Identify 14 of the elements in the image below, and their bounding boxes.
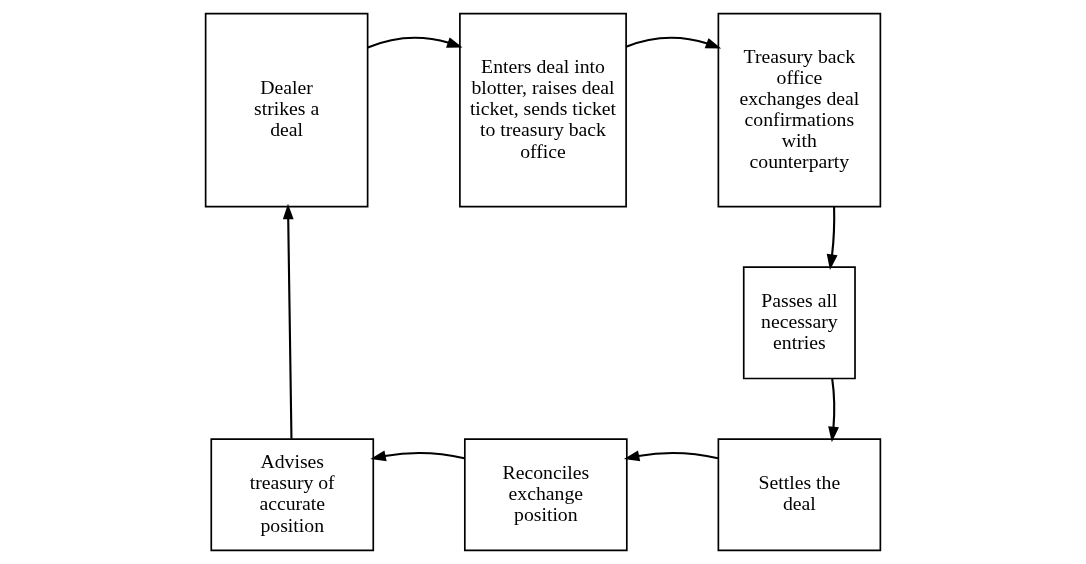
arrow bbox=[623, 450, 719, 462]
arrow bbox=[370, 450, 465, 462]
arrow bbox=[367, 36, 463, 49]
node-box: Enters deal into blotter, raises deal ticket, sends ticket to treasury back office bbox=[459, 12, 627, 208]
node-box: Settles the deal bbox=[717, 438, 882, 552]
arrow bbox=[625, 36, 722, 49]
node-box: Treasury back office exchanges deal confirmations with counterparty bbox=[717, 12, 882, 208]
node-box: Reconciles exchange position bbox=[463, 438, 628, 552]
node-box: Advises treasury of accurate position bbox=[210, 438, 375, 552]
arrow bbox=[828, 378, 839, 443]
arrow bbox=[826, 206, 838, 270]
arrow bbox=[282, 203, 294, 439]
node-box: Passes all necessary entries bbox=[742, 266, 856, 380]
node-box: Dealer strikes a deal bbox=[204, 12, 369, 208]
